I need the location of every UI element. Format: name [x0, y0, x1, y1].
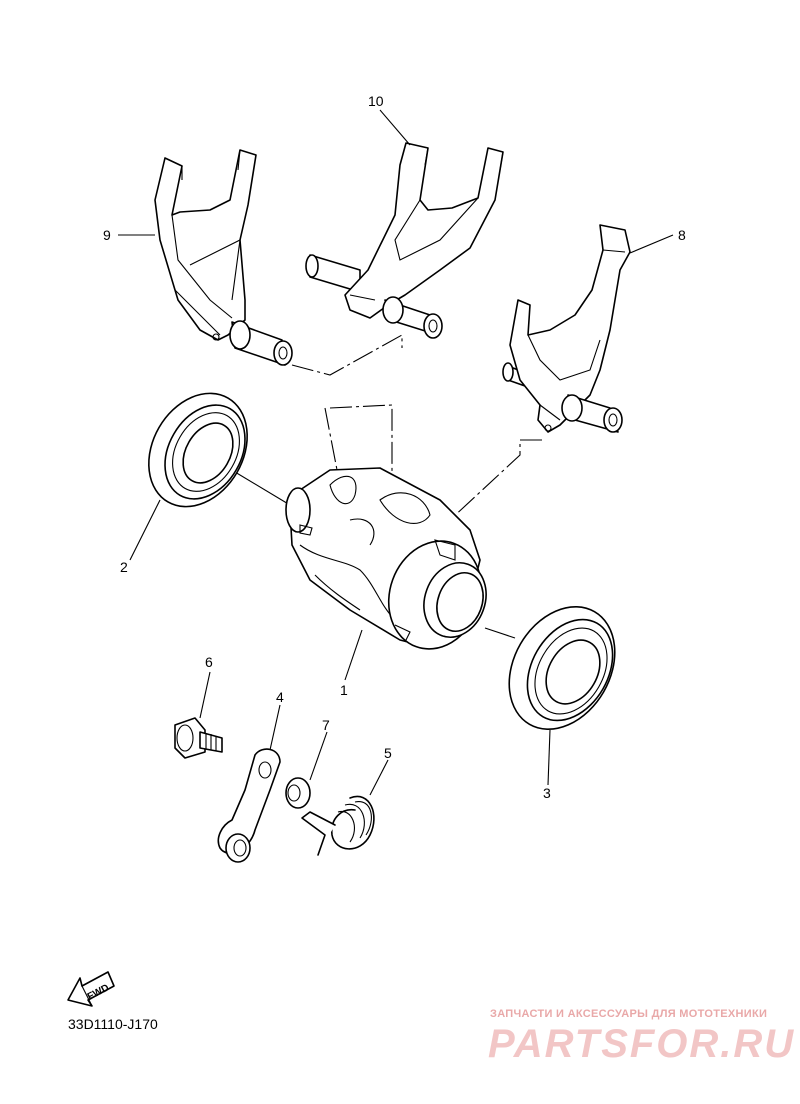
callout-4: 4 [276, 689, 284, 705]
callout-1: 1 [340, 682, 348, 698]
bearing-2 [148, 392, 248, 508]
callout-2: 2 [120, 559, 128, 575]
assembly-lines [234, 334, 542, 639]
callout-leaders [118, 109, 674, 796]
bearing-3 [508, 606, 616, 730]
callout-6: 6 [205, 654, 213, 670]
collar-7 [285, 777, 311, 809]
callout-8: 8 [678, 227, 686, 243]
diagram-code: 33D1110-J170 [68, 1016, 158, 1032]
fwd-arrow-icon: FWD [67, 971, 115, 1007]
shift-fork-9 [154, 149, 293, 366]
callout-labels: 9 10 8 2 1 3 6 4 7 5 [103, 93, 686, 801]
callout-3: 3 [543, 785, 551, 801]
callout-7: 7 [322, 717, 330, 733]
torsion-spring-5 [301, 795, 375, 856]
callout-5: 5 [384, 745, 392, 761]
callout-10: 10 [368, 93, 384, 109]
watermark-tagline: ЗАПЧАСТИ И АКСЕССУАРЫ ДЛЯ МОТОТЕХНИКИ [490, 1008, 768, 1020]
bolt-6 [174, 717, 223, 759]
stopper-lever-4 [217, 748, 281, 863]
watermark-logo: PARTSFOR.RU [488, 1022, 796, 1066]
shift-fork-10 [305, 142, 504, 339]
shift-drum-1 [285, 467, 487, 650]
shift-fork-8 [502, 224, 631, 433]
callout-9: 9 [103, 227, 111, 243]
